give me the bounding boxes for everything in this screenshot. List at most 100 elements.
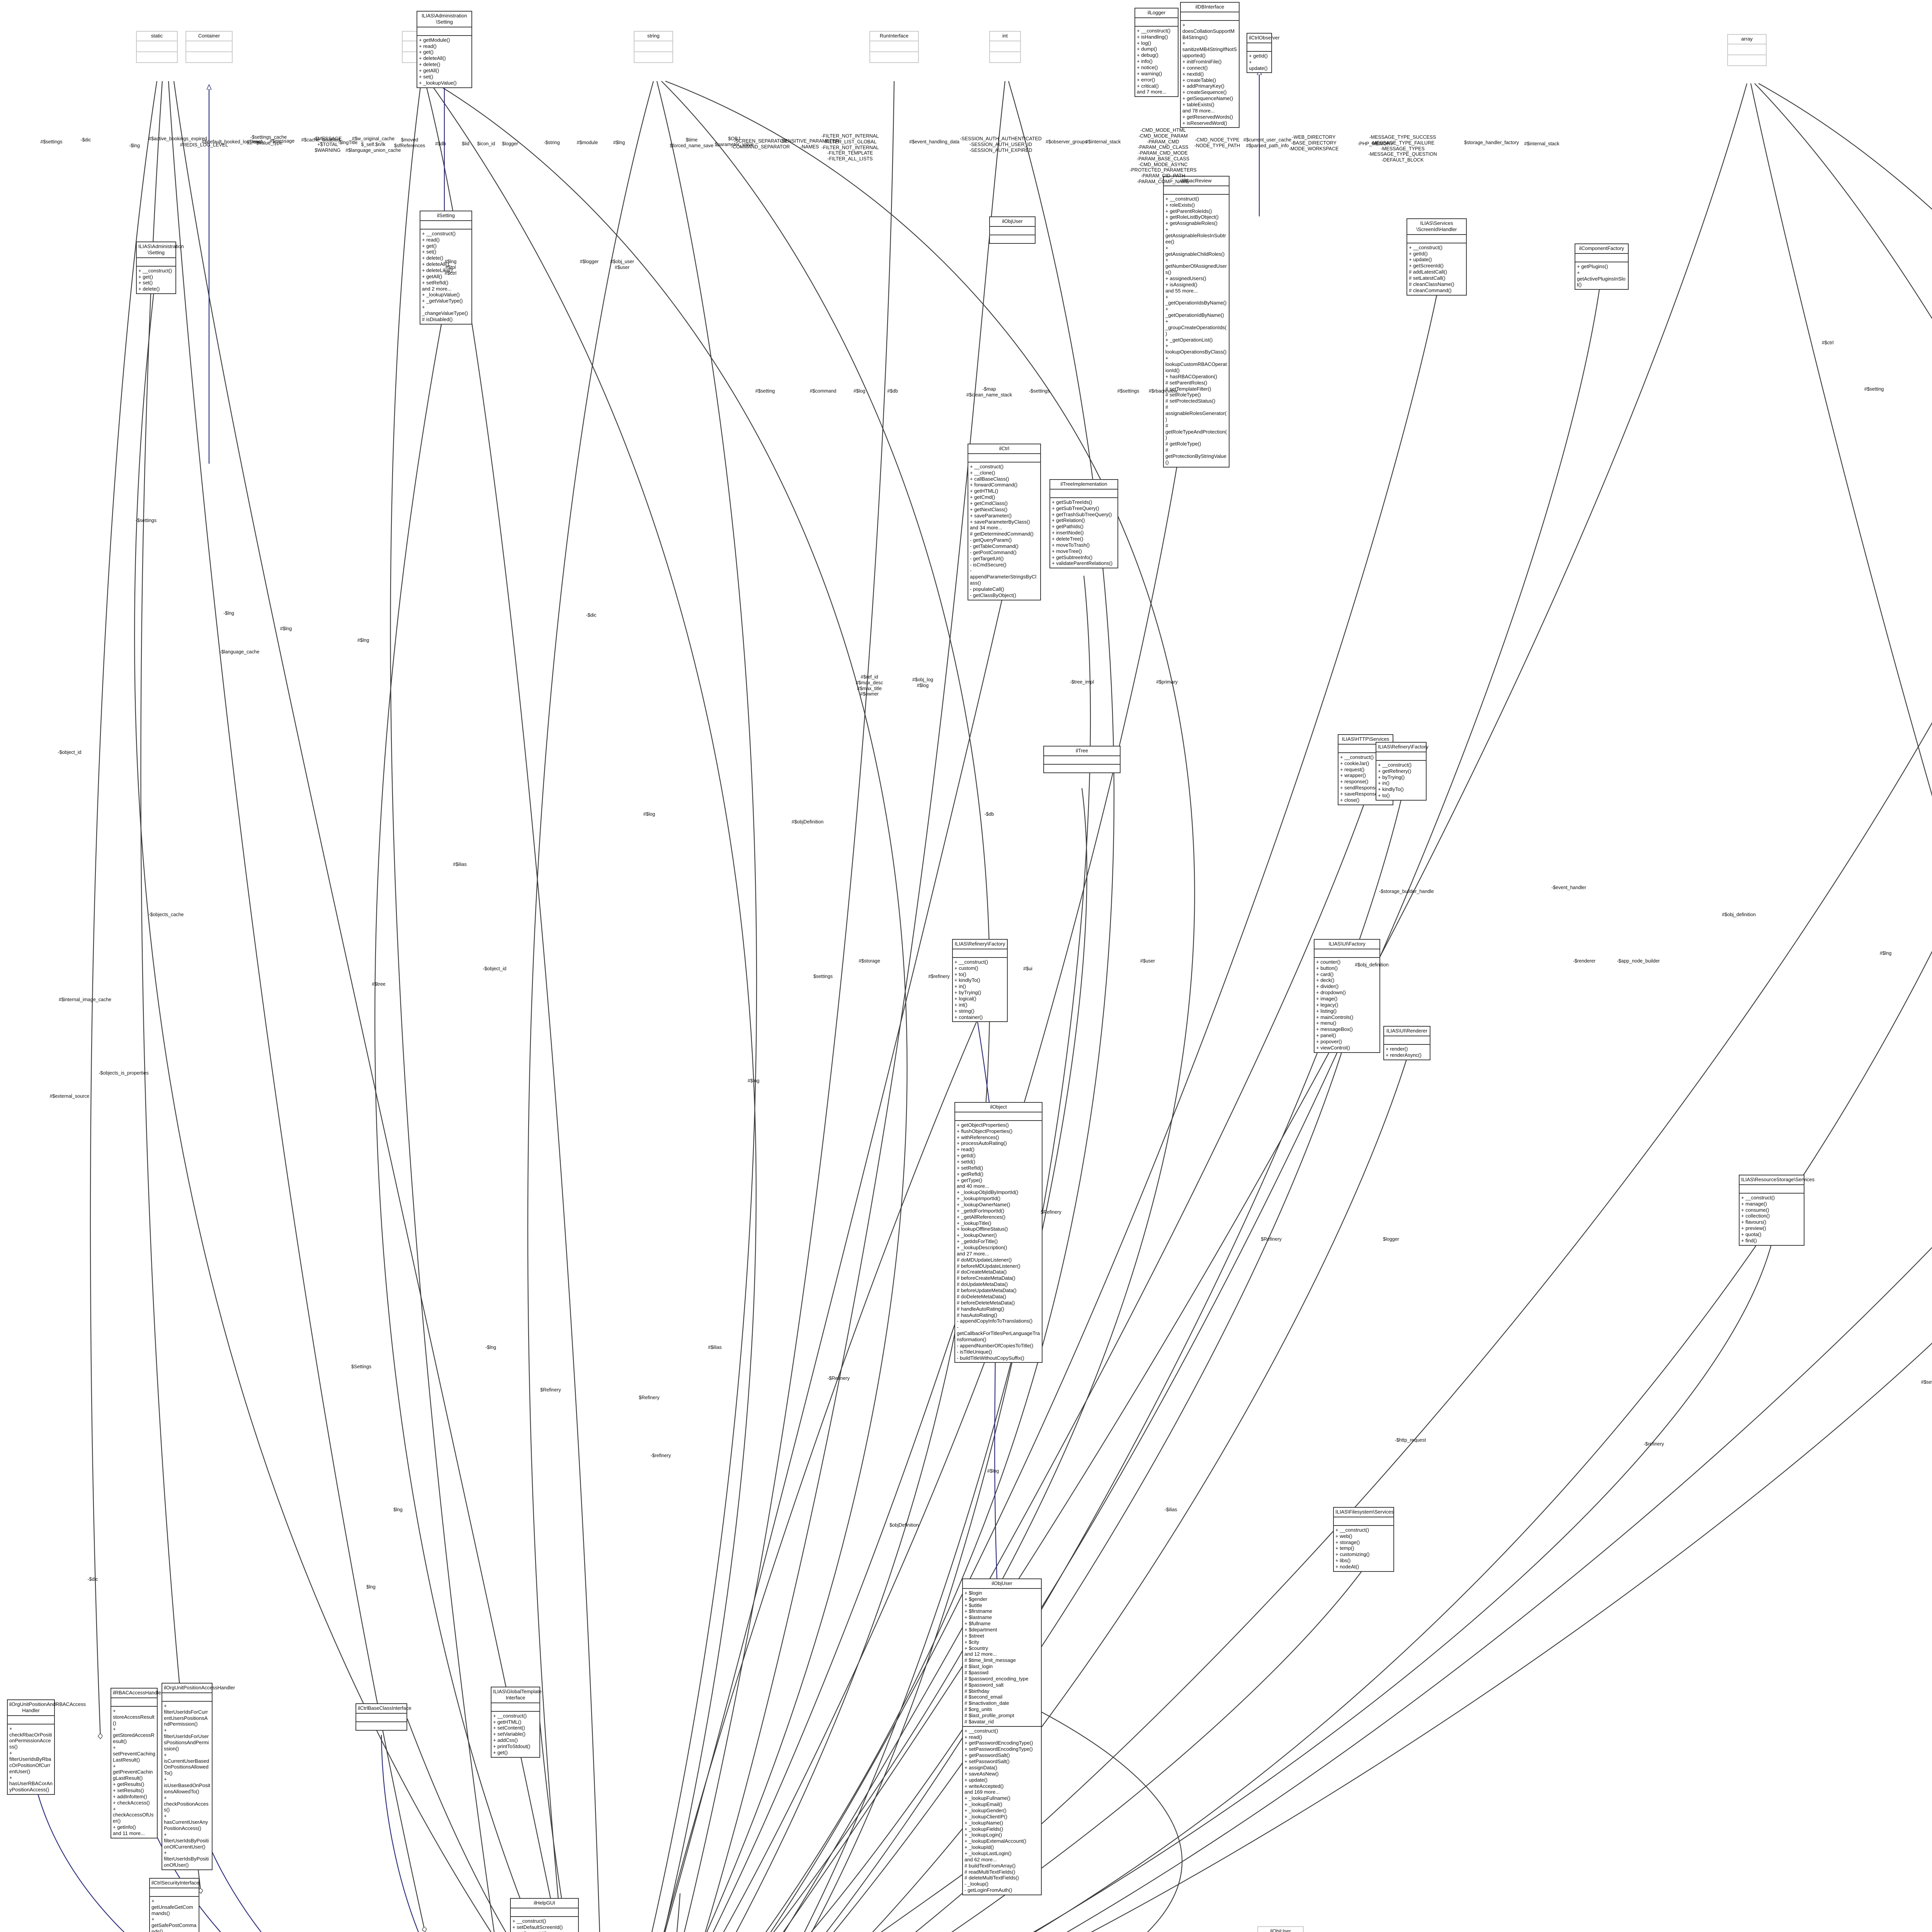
edge-label: $OBJ $parameter_value bbox=[714, 136, 754, 147]
class-operation: + container() bbox=[954, 1014, 983, 1020]
uml-class-ilias-globaltemplate[interactable]: ILIAS\GlobalTemplate Interface+ __constr… bbox=[491, 1687, 542, 1758]
class-operation: + _lookupFullname() bbox=[964, 1795, 1010, 1801]
uml-class-ilias-refinery2[interactable]: ILIAS\Refinery\Factory+ __construct()+ g… bbox=[1376, 742, 1429, 801]
uml-class-ilorgunitpositionaccesshandler[interactable]: ilOrgUnitPositionAccessHandler+ filterUs… bbox=[162, 1683, 235, 1871]
uml-class-ilias-administration-setting2[interactable]: ILIAS\Administration \Setting+ __constru… bbox=[136, 242, 184, 294]
edge-label: #$lng bbox=[987, 1468, 999, 1474]
uml-class-ilcomponentfactory[interactable]: ilComponentFactory+ getPlugins()+ getAct… bbox=[1575, 243, 1629, 290]
edge-label: #$obj_log #$log bbox=[912, 677, 934, 688]
class-operation: # getProtectionByStringValue() bbox=[1165, 447, 1227, 465]
uml-class-ilsetting[interactable]: ilSetting+ __construct()+ read()+ get()+… bbox=[420, 211, 472, 325]
class-operation: + setId() bbox=[957, 1159, 976, 1165]
class-operation: + deleteTree() bbox=[1052, 536, 1083, 542]
edge-label: #$primary bbox=[1156, 679, 1178, 685]
uml-class-ilias-filesystem-services[interactable]: ILIAS\Filesystem\Services+ __construct()… bbox=[1333, 1507, 1394, 1572]
edge-label: #REDIS_LOG_LEVEL bbox=[180, 142, 228, 148]
class-operation: + addCss() bbox=[493, 1737, 518, 1743]
class-operation: + critical() bbox=[1137, 83, 1159, 89]
uml-class-ildbinterface[interactable]: ilDBInterface+ doesCollationSupportMB4St… bbox=[1180, 2, 1240, 128]
uml-class-iltreeimplementation[interactable]: ilTreeImplementation+ getSubTreeIds()+ g… bbox=[1049, 479, 1118, 569]
edge-label: $icon_id bbox=[477, 141, 495, 146]
class-title: ilLogger bbox=[1135, 9, 1178, 18]
class-operation: + sendResponse() bbox=[1340, 785, 1381, 791]
uml-class-ilias-administration-setting[interactable]: ILIAS\Administration \Setting+ getModule… bbox=[417, 11, 472, 88]
class-operation: + filterUserIdsForUsersPositionsAndPermi… bbox=[164, 1727, 209, 1752]
uml-class-ilias-ui-factory[interactable]: ILIAS\UI\Factory+ counter()+ button()+ c… bbox=[1314, 939, 1380, 1053]
uml-class-illogger[interactable]: ilLogger+ __construct()+ isHandling()+ l… bbox=[1134, 8, 1179, 97]
class-operation: + getCmd() bbox=[970, 494, 995, 500]
edge-label: #$db bbox=[435, 141, 446, 146]
edge-label: #$internal_image_cache bbox=[58, 997, 112, 1002]
class-operation: + __construct() bbox=[1137, 27, 1171, 34]
class-attributes bbox=[137, 258, 175, 267]
class-operation: + _lookupLastLogin() bbox=[964, 1850, 1012, 1856]
uml-class-ilias-ui-renderer[interactable]: ILIAS\UI\Renderer + render()+ renderAsync… bbox=[1383, 1026, 1430, 1060]
class-operation: + getAssignableRolesInSubtree() bbox=[1165, 226, 1226, 245]
edge-label: #$db bbox=[887, 388, 898, 394]
uml-class-ilias-refinery-factory[interactable]: ILIAS\Refinery\Factory+ __construct()+ c… bbox=[952, 939, 1008, 1022]
uml-class-ilctrlsecurityinterface[interactable]: ilCtrlSecurityInterface+ getUnsafeGetCom… bbox=[149, 1878, 199, 1932]
class-operations: + __construct()+ custom()+ to()+ kindlyT… bbox=[953, 958, 1007, 1022]
class-operation: + deck() bbox=[1316, 977, 1335, 983]
class-operation: and 34 more... bbox=[970, 525, 1002, 531]
uml-class-ilobject[interactable]: ilObject+ getObjectProperties()+ flushOb… bbox=[954, 1102, 1043, 1363]
class-operation: + delete() bbox=[422, 255, 444, 261]
uml-class-ilrbacreview[interactable]: ilRbacReview+ __construct()+ roleExists(… bbox=[1163, 176, 1230, 468]
class-title: ILIAS\HTTP\Services bbox=[1338, 735, 1393, 745]
edge-label: #$setting bbox=[1864, 386, 1884, 392]
class-title: ILIAS\GlobalTemplate Interface bbox=[492, 1687, 542, 1703]
uml-class-ilctrlbaseclassinterface[interactable]: ilCtrlBaseClassInterface bbox=[355, 1703, 412, 1731]
uml-class-ilctrl[interactable]: ilCtrl+ __construct()+ __clone()+ callBa… bbox=[968, 444, 1041, 600]
edge-label: -$objects_is_properties bbox=[99, 1070, 149, 1076]
class-title: ilRbacReview bbox=[1164, 177, 1229, 186]
class-operation: + nextId() bbox=[1182, 71, 1204, 77]
uml-class-static[interactable]: static bbox=[136, 31, 178, 63]
edge-label: -$settings_cache -$value_type bbox=[250, 134, 287, 146]
class-title: Container bbox=[186, 32, 232, 41]
uml-class-ilias-resourcestorage-services[interactable]: ILIAS\ResourceStorage\Services+ __constr… bbox=[1739, 1175, 1815, 1246]
uml-class-ilobjuser-top[interactable]: ilObjUser bbox=[989, 216, 1036, 244]
edge-label: -$language_cache bbox=[219, 649, 260, 655]
class-operation: + getRefinery() bbox=[1378, 768, 1412, 774]
class-operation: + lookupOperationsByClass() bbox=[1165, 343, 1227, 355]
uml-class-ilias-services-screenid[interactable]: ILIAS\Services \ScreenId\Handler+ __cons… bbox=[1406, 218, 1467, 296]
class-operation: + to() bbox=[954, 971, 966, 977]
uml-class-runinterface[interactable]: RunInterface bbox=[869, 31, 919, 63]
uml-class-ilobjuser[interactable]: ilObjUser+ $login+ $gender+ $utitle+ $fi… bbox=[962, 1578, 1042, 1895]
class-operation: + _lookupId() bbox=[964, 1844, 994, 1850]
class-operation: + divider() bbox=[1316, 983, 1339, 990]
uml-class-ilorgunitpositionandrbac[interactable]: ilOrgUnitPositionAndRBACAccess Handler+ … bbox=[7, 1699, 86, 1795]
uml-class-ilobjuser-bottom[interactable]: ilObjUser bbox=[1257, 1926, 1304, 1932]
class-operation: + saveAsNew() bbox=[964, 1770, 999, 1777]
edge-label: #$ilias bbox=[708, 1345, 722, 1350]
uml-class-ilhelpgui[interactable]: ilHelpGUI+ __construct()+ setDefaultScre… bbox=[510, 1898, 579, 1932]
edge-label: -$refinery bbox=[1643, 1441, 1664, 1447]
uml-class-int[interactable]: int bbox=[989, 31, 1021, 63]
edge-label: -$storage_builder_handle bbox=[1379, 889, 1434, 894]
uml-class-array[interactable]: array bbox=[1727, 34, 1767, 66]
class-operation: # doDeleteMetaData() bbox=[957, 1293, 1006, 1299]
uml-class-ilctrlobserver[interactable]: ilCtrlObserver+ getId()+ update() bbox=[1247, 33, 1279, 73]
class-operation: + getRelation() bbox=[1052, 517, 1085, 524]
uml-class-ilrbacaccesshandler[interactable]: ilRBACAccessHandler+ storeAccessResult()… bbox=[111, 1688, 163, 1838]
class-operation: + _lookupImportId() bbox=[957, 1196, 1001, 1202]
class-operations: + getModule()+ read()+ get()+ deleteAll(… bbox=[417, 36, 471, 87]
class-attributes bbox=[1376, 752, 1426, 761]
class-title: ILIAS\Administration \Setting bbox=[137, 242, 184, 258]
class-operation: + cookieJar() bbox=[1340, 760, 1369, 766]
class-title: ILIAS\UI\Renderer bbox=[1384, 1027, 1430, 1036]
class-operation: + setRefId() bbox=[957, 1165, 983, 1171]
edge-label: -SCREEN_SEPARATOR -COMMAND_SEPARATOR bbox=[731, 138, 790, 150]
class-attribute: + $gender bbox=[964, 1596, 987, 1602]
class-attribute: # $second_email bbox=[964, 1694, 1003, 1700]
edge-label: #$settings bbox=[40, 139, 63, 145]
class-operation: + get() bbox=[138, 274, 153, 280]
class-operation: + getHTML() bbox=[970, 488, 998, 494]
uml-class-container[interactable]: Container bbox=[185, 31, 233, 63]
class-attributes bbox=[1728, 44, 1766, 55]
class-operation: + getActivePluginsInSlot() bbox=[1577, 269, 1626, 288]
class-operations: + render()+ renderAsync() bbox=[1384, 1045, 1430, 1060]
uml-class-string[interactable]: string bbox=[634, 31, 673, 63]
uml-class-iltree[interactable]: ilTree bbox=[1043, 746, 1121, 773]
edge-label: #$logger bbox=[580, 259, 599, 264]
